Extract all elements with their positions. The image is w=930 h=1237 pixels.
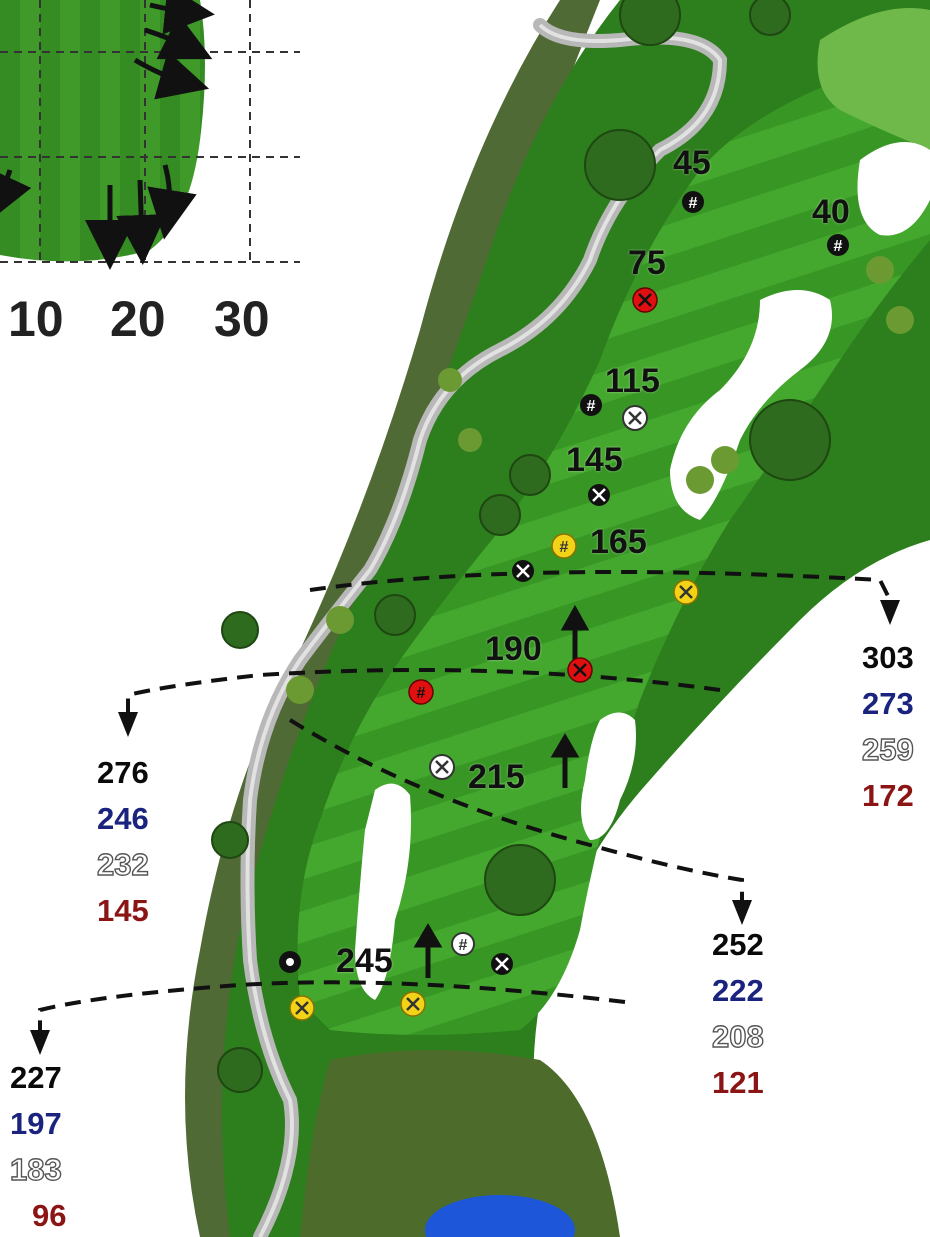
marker-white-hash: # bbox=[682, 191, 704, 213]
yardage-label: 190 bbox=[485, 630, 542, 668]
marker-white-hash: # bbox=[580, 394, 602, 416]
carry-red: 172 bbox=[862, 778, 914, 813]
marker-white-hash: # bbox=[451, 932, 475, 956]
carry-white: 232 bbox=[96, 846, 149, 882]
direction-arrows bbox=[413, 604, 590, 978]
marker-black-circle bbox=[279, 951, 301, 973]
svg-text:#: # bbox=[560, 539, 569, 556]
svg-text:#: # bbox=[417, 685, 426, 702]
carry-black: 303 bbox=[862, 640, 914, 675]
scale-tick-10: 10 bbox=[8, 291, 64, 347]
sprinkler-markers: # # # # # # bbox=[279, 191, 849, 1021]
yardage-label: 165 bbox=[590, 523, 647, 561]
yardage-label: 215 bbox=[468, 758, 525, 796]
carry-white: 259 bbox=[861, 731, 914, 767]
svg-text:#: # bbox=[834, 238, 843, 255]
marker-black-x bbox=[512, 560, 534, 582]
slope-arrows bbox=[0, 0, 215, 270]
svg-text:#: # bbox=[587, 398, 596, 415]
carry-block-left-lower: 227 197 183 96 bbox=[9, 1055, 67, 1237]
yardage-label: 45 bbox=[673, 144, 711, 182]
yardage-label: 145 bbox=[566, 441, 623, 479]
marker-red-x bbox=[567, 657, 593, 683]
marker-red-x bbox=[632, 287, 658, 313]
carry-block-left-upper: 276 246 232 145 bbox=[96, 750, 149, 934]
carry-black: 252 bbox=[712, 927, 764, 962]
marker-red-hash: # bbox=[408, 679, 434, 705]
carry-block-right-upper: 303 273 259 172 bbox=[861, 635, 914, 819]
scale-tick-20: 20 bbox=[110, 291, 166, 347]
svg-text:#: # bbox=[459, 937, 468, 954]
marker-black-x bbox=[588, 484, 610, 506]
marker-yellow-x bbox=[289, 995, 315, 1021]
carry-black: 276 bbox=[97, 755, 149, 790]
marker-white-hash: # bbox=[827, 234, 849, 256]
carry-block-right-lower: 252 222 208 121 bbox=[711, 922, 764, 1106]
carry-white: 208 bbox=[711, 1018, 764, 1054]
marker-white-x bbox=[622, 405, 648, 431]
trees bbox=[211, 0, 914, 1093]
bunkers bbox=[355, 142, 930, 1000]
water-hazard bbox=[425, 1195, 575, 1237]
carry-blue: 246 bbox=[97, 801, 149, 836]
yardage-label: 40 bbox=[812, 193, 850, 231]
yardage-label: 115 bbox=[605, 362, 660, 400]
yardage-label: 245 bbox=[336, 942, 393, 980]
marker-black-x bbox=[491, 953, 513, 975]
svg-text:#: # bbox=[689, 195, 698, 212]
scale-tick-30: 30 bbox=[214, 291, 270, 347]
marker-yellow-x bbox=[673, 579, 699, 605]
carry-blue: 222 bbox=[712, 973, 764, 1008]
yardage-label: 75 bbox=[628, 244, 666, 282]
cart-path-edge bbox=[245, 23, 723, 1237]
carry-red: 121 bbox=[712, 1065, 764, 1100]
carry-arrowheads bbox=[30, 600, 900, 1055]
marker-white-x bbox=[429, 754, 455, 780]
carry-lines bbox=[38, 570, 892, 1030]
carry-red: 96 bbox=[32, 1198, 67, 1233]
green bbox=[817, 8, 930, 150]
carry-blue: 197 bbox=[10, 1106, 62, 1141]
carry-white: 183 bbox=[9, 1151, 62, 1187]
carry-black: 227 bbox=[10, 1060, 62, 1095]
carry-blue: 273 bbox=[862, 686, 914, 721]
marker-yellow-x bbox=[400, 991, 426, 1017]
carry-red: 145 bbox=[97, 893, 149, 928]
marker-yellow-hash: # bbox=[551, 533, 577, 559]
green-closeup bbox=[0, 0, 300, 270]
